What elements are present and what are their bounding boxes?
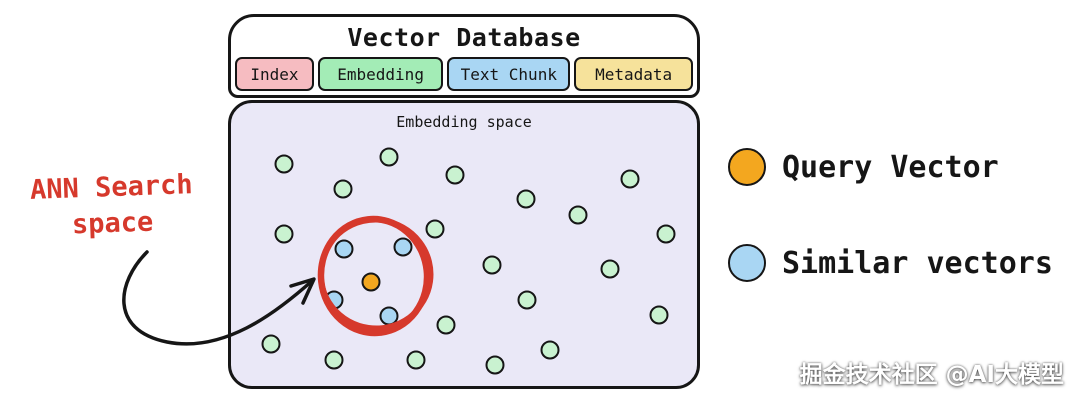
vector-dot [379,147,399,167]
vector-dot [482,255,502,275]
legend: Query Vector Similar vectors [728,148,1073,340]
ann-arrow [122,250,316,346]
column-metadata-label: Metadata [595,64,673,84]
column-metadata: Metadata [574,57,693,91]
vector-dot [436,315,456,335]
vector-dot [324,350,344,370]
similar-vectors-label: Similar vectors [782,245,1053,281]
vector-dot [274,224,294,244]
vector-dot [568,205,588,225]
query-vector-dot [361,272,381,292]
vector-dot [274,154,294,174]
vector-dot [620,169,640,189]
column-index-label: Index [250,64,299,84]
legend-item-query-vector: Query Vector [728,148,1073,186]
database-columns-row: Index Embedding Text Chunk Metadata [231,57,697,95]
embedding-space-label: Embedding space [396,113,532,131]
similar-vector-dot [393,237,413,257]
query-vector-swatch [728,148,766,186]
ann-annotation-line2: space [71,207,154,241]
vector-dot [656,224,676,244]
vector-database-card: Vector Database Index Embedding Text Chu… [228,14,700,98]
vector-dot [649,305,669,325]
column-text-chunk-label: Text Chunk [460,64,557,84]
vector-dot [445,165,465,185]
column-embedding-label: Embedding [337,64,424,84]
column-embedding: Embedding [317,57,444,91]
vector-dot [516,189,536,209]
vector-dot [600,259,620,279]
vector-dot [333,179,353,199]
legend-item-similar-vectors: Similar vectors [728,244,1073,282]
vector-dot [517,290,537,310]
vector-dot [540,340,560,360]
vector-dot [485,355,505,375]
ann-annotation-label: ANN Search space [11,167,213,247]
ann-search-circle [317,215,434,337]
database-title: Vector Database [347,22,581,52]
watermark: 掘金技术社区 @AI大模型 [799,362,1064,388]
column-index: Index [235,57,314,91]
vector-dot [425,219,445,239]
vector-dot [261,334,281,354]
vector-dot [406,350,426,370]
column-text-chunk: Text Chunk [447,57,571,91]
similar-vectors-swatch [728,244,766,282]
query-vector-label: Query Vector [782,149,999,185]
ann-annotation-line1: ANN Search [29,169,194,206]
embedding-space: Embedding space [228,100,700,389]
similar-vector-dot [334,239,354,259]
